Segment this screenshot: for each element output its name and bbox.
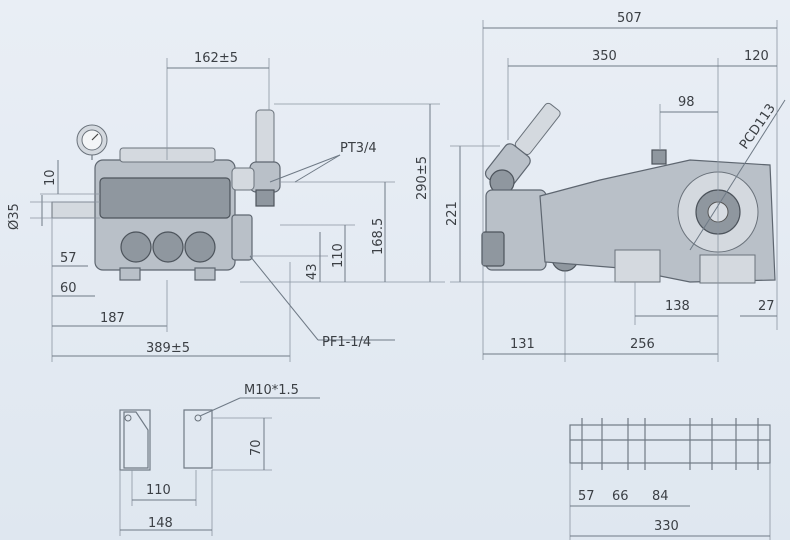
- label-350: 350: [592, 49, 617, 64]
- label-57: 57: [60, 251, 77, 266]
- label-148: 148: [148, 516, 173, 531]
- side-view: 507 350 120 98 PCD113 221 138 27 131 256: [445, 11, 786, 362]
- base-frame-view: 57 66 84 330: [569, 418, 771, 540]
- label-m10: M10*1.5: [244, 383, 299, 398]
- label-138: 138: [665, 299, 690, 314]
- label-507: 507: [617, 11, 642, 26]
- foot-rear: [699, 254, 756, 284]
- label-43: 43: [305, 263, 320, 280]
- bolt-hole-left: [124, 414, 132, 422]
- foot-1: [119, 267, 141, 281]
- label-pf114: PF1-1/4: [322, 335, 371, 350]
- front-view: 162±5 PT3/4 290±5 168.5 110 43 10 Ø35 57…: [7, 51, 445, 362]
- foot-2: [194, 267, 216, 281]
- label-pt34: PT3/4: [340, 141, 377, 156]
- oil-cap: [651, 149, 667, 165]
- label-389: 389±5: [146, 341, 190, 356]
- top-manifold: [119, 147, 216, 163]
- bracket-view: M10*1.5 70 110 148: [119, 383, 320, 536]
- gauge-needle: [91, 133, 99, 141]
- label-162: 162±5: [194, 51, 238, 66]
- label-35: Ø35: [7, 203, 22, 230]
- label-221: 221: [445, 201, 460, 226]
- pump-head: [99, 177, 231, 219]
- label-330: 330: [654, 519, 679, 534]
- bracket-right: [183, 409, 213, 469]
- shaft: [51, 201, 101, 219]
- label-70: 70: [249, 439, 264, 456]
- label-pcd113: PCD113: [737, 101, 779, 152]
- label-27: 27: [758, 299, 775, 314]
- label-84: 84: [652, 489, 669, 504]
- label-110-vertical: 110: [331, 243, 346, 268]
- outlet-port: [255, 189, 275, 207]
- port-3: [184, 231, 216, 263]
- inlet-port: [231, 214, 253, 261]
- bracket-left: [123, 411, 149, 469]
- bolt-hole-right: [194, 414, 202, 422]
- base-frame: [569, 424, 771, 464]
- foot-front: [614, 249, 661, 283]
- valve-connector: [231, 167, 255, 191]
- label-256: 256: [630, 337, 655, 352]
- label-110-horizontal: 110: [146, 483, 171, 498]
- label-98: 98: [678, 95, 695, 110]
- label-120: 120: [744, 49, 769, 64]
- regulator-valve: [255, 109, 275, 166]
- label-168: 168.5: [371, 218, 386, 255]
- label-10: 10: [43, 169, 58, 186]
- port-2: [152, 231, 184, 263]
- label-290: 290±5: [415, 156, 430, 200]
- side-inlet: [481, 231, 505, 267]
- pcd-leader: [689, 99, 786, 251]
- label-60: 60: [60, 281, 77, 296]
- label-57b: 57: [578, 489, 595, 504]
- port-1: [120, 231, 152, 263]
- label-131: 131: [510, 337, 535, 352]
- label-187: 187: [100, 311, 125, 326]
- label-66: 66: [612, 489, 629, 504]
